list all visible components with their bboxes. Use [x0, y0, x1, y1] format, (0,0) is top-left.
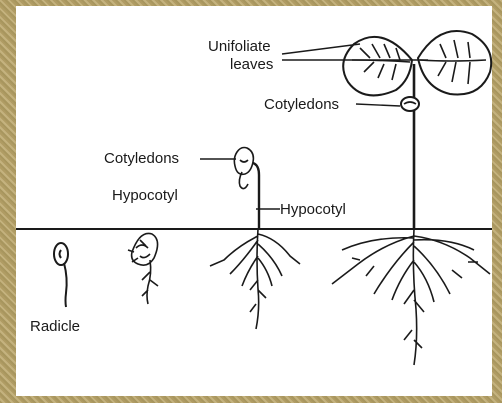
- label-radicle: Radicle: [30, 318, 80, 335]
- stage-2-seedling: [128, 233, 158, 304]
- stage-4-seedling: [332, 31, 491, 365]
- label-unifoliate: Unifoliate: [208, 38, 271, 55]
- label-hypocotyl-stage2: Hypocotyl: [112, 187, 178, 204]
- label-cotyledons-stage3: Cotyledons: [104, 150, 179, 167]
- label-cotyledons-stage4: Cotyledons: [264, 96, 339, 113]
- stage-1-seed: [54, 243, 68, 307]
- label-leaves: leaves: [230, 56, 273, 73]
- stage-3-seedling: [210, 148, 300, 330]
- label-hypocotyl-stage3: Hypocotyl: [280, 201, 346, 218]
